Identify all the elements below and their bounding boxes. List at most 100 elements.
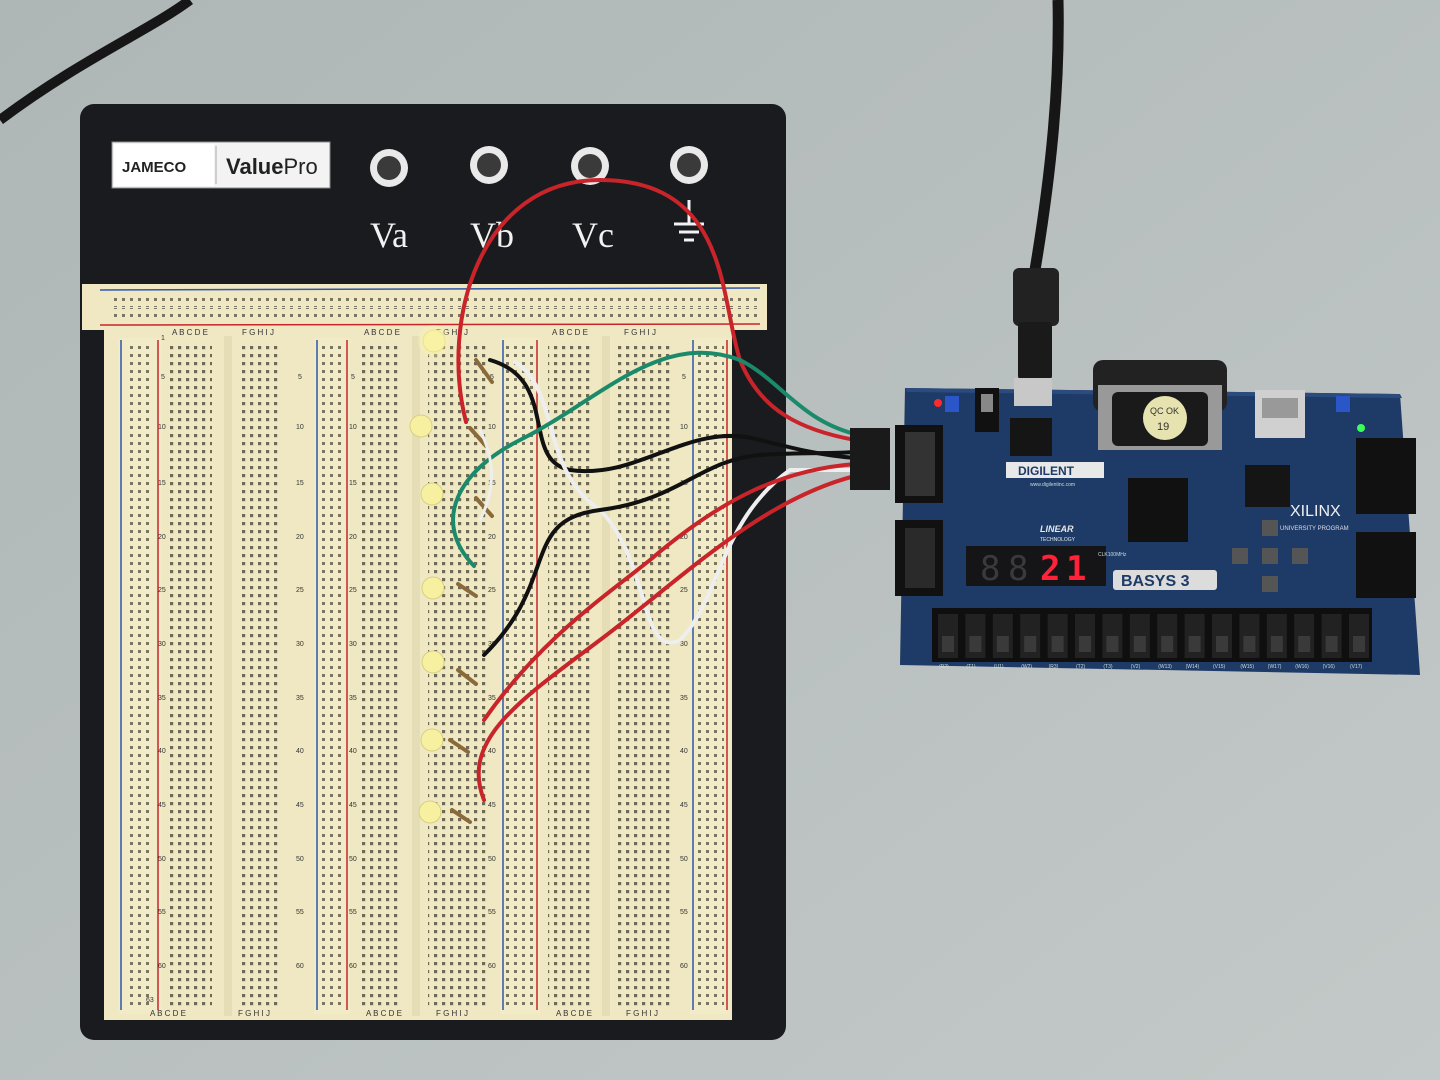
row-num: 10 — [158, 424, 166, 431]
wire-red — [456, 177, 857, 442]
slide-switch-knob — [1133, 636, 1146, 652]
slide-switch-knob — [1051, 636, 1064, 652]
row-num: 10 — [296, 424, 304, 431]
col-letters-fj-3: F G H I J — [624, 328, 656, 337]
row-num: 60 — [680, 963, 688, 970]
resistor — [474, 496, 494, 518]
seg-digit-1: 1 — [1066, 549, 1086, 589]
row-num: 40 — [680, 748, 688, 755]
switch-labels: (R2)(T1)(U1)(W2)(R3)(T2)(T3)(V2)(W13)(W1… — [939, 664, 1363, 670]
row-num: 20 — [158, 534, 166, 541]
col-letters-fj-bottom-3: F G H I J — [626, 1009, 658, 1018]
switch-pin-label: (R3) — [1049, 664, 1059, 670]
row-num: 63 — [146, 997, 154, 1004]
switch-pin-label: (R2) — [939, 664, 949, 670]
done-led — [1357, 424, 1365, 432]
wire-black-2 — [482, 450, 857, 657]
usb-cable-right — [1029, 0, 1064, 271]
xilinx-program: UNIVERSITY PROGRAM — [1280, 526, 1349, 532]
resistor — [474, 358, 494, 384]
row-num: 5 — [161, 374, 165, 381]
row-num: 30 — [349, 641, 357, 648]
row-num: 10 — [488, 424, 496, 431]
col-letters-fj-bottom: F G H I J — [238, 1009, 270, 1018]
switch-pin-label: (W17) — [1268, 664, 1282, 670]
row-num: 45 — [488, 802, 496, 809]
row-num: 15 — [296, 480, 304, 487]
slide-switch-knob — [1270, 636, 1283, 652]
col-letters-fj: F G H I J — [242, 328, 274, 337]
wire-red-2 — [482, 462, 857, 722]
led — [409, 414, 433, 438]
pmod-header-jc[interactable] — [1356, 532, 1416, 598]
slide-switch-knob — [996, 636, 1009, 652]
col-letters-ae-bottom-2: A B C D E — [366, 1009, 402, 1018]
slide-switch-knob — [1216, 636, 1228, 652]
button-left[interactable] — [1232, 548, 1248, 564]
clock-label: CLK100MHz — [1098, 552, 1127, 558]
slide-switch-knob — [1243, 636, 1256, 652]
button-up[interactable] — [1262, 520, 1278, 536]
usb-plug — [1013, 268, 1059, 326]
row-num: 35 — [158, 695, 166, 702]
pmod-header-jb[interactable] — [1356, 438, 1416, 514]
slide-switch-knob — [1325, 636, 1338, 652]
row-num: 35 — [680, 695, 688, 702]
led — [418, 800, 442, 824]
col-letters-fj-2: F G H I J — [436, 328, 468, 337]
row-num: 30 — [296, 641, 304, 648]
button-center[interactable] — [1262, 548, 1278, 564]
wire-red-3 — [476, 474, 857, 802]
led — [421, 650, 445, 674]
row-num: 40 — [158, 748, 166, 755]
slide-switch-knob — [1188, 636, 1201, 652]
row-num: 60 — [158, 963, 166, 970]
breadboard: JAMECO ValuePro Va Vb Vc — [80, 104, 786, 1040]
led — [420, 482, 444, 506]
prog-button[interactable] — [945, 396, 959, 412]
row-num: 35 — [488, 695, 496, 702]
row-num: 40 — [296, 748, 304, 755]
usb-cable-left — [0, 0, 193, 125]
row-num: 50 — [158, 856, 166, 863]
row-num: 55 — [680, 909, 688, 916]
row-num: 60 — [488, 963, 496, 970]
row-num: 20 — [349, 534, 357, 541]
switch-pin-label: (V17) — [1350, 664, 1363, 670]
row-num: 40 — [488, 748, 496, 755]
col-letters-ae-3: A B C D E — [552, 328, 588, 337]
row-num: 55 — [349, 909, 357, 916]
row-num: 5 — [298, 374, 302, 381]
row-num: 1 — [161, 335, 165, 342]
linear-sub: TECHNOLOGY — [1040, 537, 1076, 543]
brand-value: Value — [226, 154, 283, 179]
reset-button[interactable] — [1336, 396, 1350, 412]
button-right[interactable] — [1292, 548, 1308, 564]
switch-pin-label: (T3) — [1103, 664, 1113, 670]
row-num: 60 — [349, 963, 357, 970]
col-letters-ae-bottom: A B C D E — [150, 1009, 186, 1018]
row-num: 25 — [680, 587, 688, 594]
row-num: 30 — [158, 641, 166, 648]
row-num: 25 — [349, 587, 357, 594]
ftdi-chip — [1010, 418, 1052, 456]
slide-switch-knob — [1298, 636, 1311, 652]
row-num: 60 — [296, 963, 304, 970]
row-num: 30 — [680, 641, 688, 648]
svg-text:ValuePro: ValuePro — [226, 154, 318, 179]
row-num: 20 — [488, 534, 496, 541]
fpga-board: QC OK 19 DIGILENT www.digilentinc.com XI… — [850, 360, 1420, 675]
wire-white — [513, 360, 857, 645]
switches — [938, 614, 1369, 658]
led — [418, 325, 450, 357]
xilinx-logo-text: XILINX — [1290, 503, 1341, 520]
button-down[interactable] — [1262, 576, 1278, 592]
row-num: 55 — [158, 909, 166, 916]
resistor — [448, 738, 470, 754]
switch-pin-label: (U1) — [994, 664, 1004, 670]
jumper-wires — [451, 177, 857, 802]
row-num: 15 — [158, 480, 166, 487]
switch-pin-label: (W13) — [1158, 664, 1172, 670]
pmod-cable-connector — [850, 428, 890, 490]
